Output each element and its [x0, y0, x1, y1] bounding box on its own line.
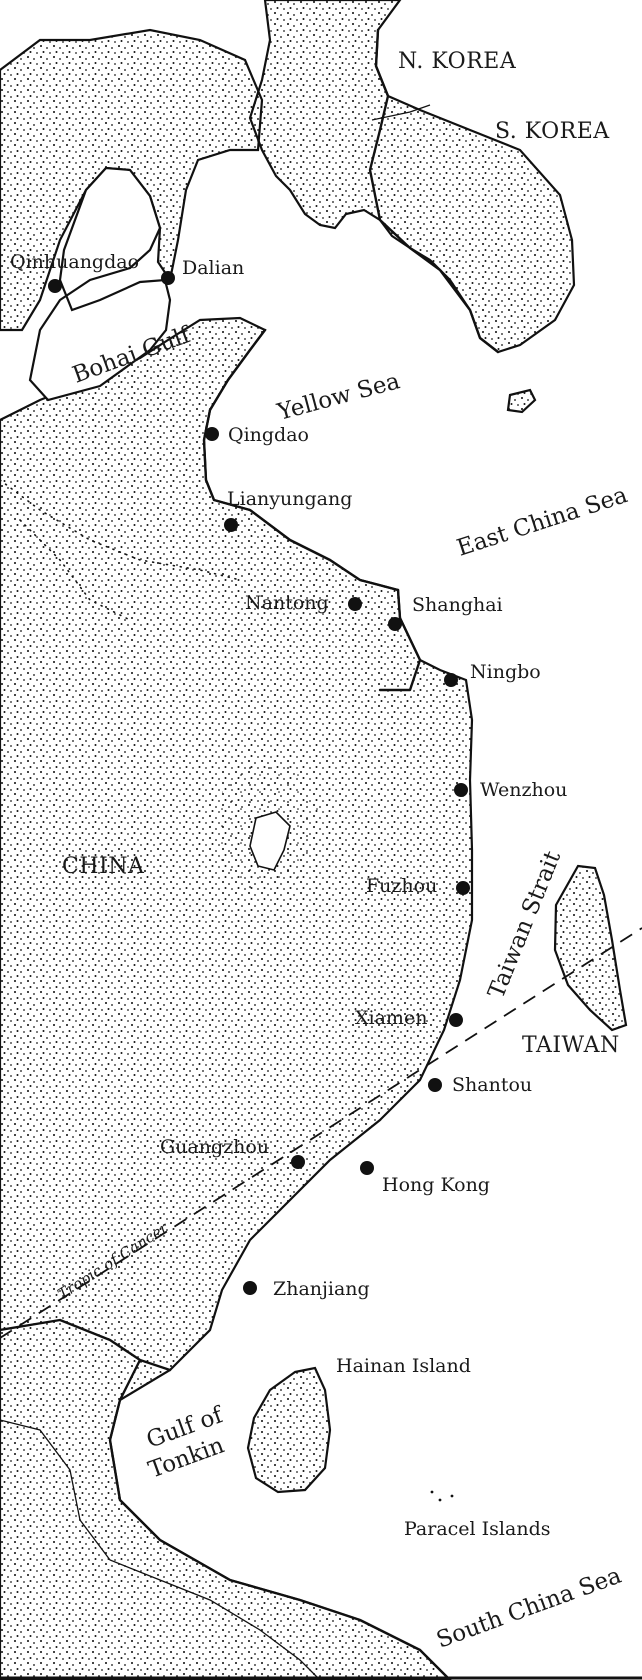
bohai-gulf-water [28, 166, 172, 402]
yellow-sea-label: Yellow Sea [274, 368, 403, 426]
ningbo-label: Ningbo [470, 661, 541, 683]
fuzhou-marker [456, 881, 470, 895]
dalian-marker [161, 271, 175, 285]
south-china-sea-label: South China Sea [433, 1563, 625, 1654]
xiamen-marker [449, 1013, 463, 1027]
paracel-dot-3 [450, 1494, 454, 1498]
jeju-island [506, 388, 537, 414]
city-markers: Qinhuangdao Dalian Qingdao Lianyungang N… [10, 251, 567, 1300]
lianyungang-marker [224, 518, 238, 532]
qingdao-label: Qingdao [228, 424, 309, 446]
shanghai-marker [388, 617, 402, 631]
gulf-tonkin-coast [0, 1318, 452, 1680]
korea-west-coast [368, 28, 500, 354]
china-north-coast [202, 328, 400, 592]
hainan-island-label: Hainan Island [336, 1355, 471, 1377]
paracel-islands-label: Paracel Islands [404, 1518, 550, 1540]
south-korea-label: S. KOREA [495, 119, 610, 144]
taiwan-island [553, 864, 628, 1032]
hainan-island [246, 1366, 332, 1494]
lianyungang-label: Lianyungang [227, 488, 352, 510]
wenzhou-label: Wenzhou [480, 779, 567, 801]
guangzhou-marker [291, 1155, 305, 1169]
shantou-marker [428, 1078, 442, 1092]
water-cutouts [28, 166, 291, 871]
nantong-label: Nantong [245, 592, 329, 614]
qinhuangdao-label: Qinhuangdao [10, 251, 139, 273]
borders [0, 104, 431, 1680]
river-trace-yellow [19, 519, 131, 621]
island-labels: Hainan Island Paracel Islands [336, 1355, 550, 1540]
korean-peninsula [248, 0, 576, 354]
wenzhou-marker [454, 783, 468, 797]
poyang-lake [249, 811, 291, 871]
tropic-of-cancer-line [0, 927, 642, 1339]
dalian-label: Dalian [182, 257, 244, 279]
china-southeast-coast [378, 588, 422, 692]
taiwan-strait-label: Taiwan Strait [483, 847, 566, 1003]
hong-kong-marker [360, 1161, 374, 1175]
paracel-dot-2 [438, 1498, 442, 1502]
zhanjiang-marker [243, 1281, 257, 1295]
xiamen-label: Xiamen [355, 1007, 427, 1029]
paracel-dot-1 [430, 1490, 434, 1494]
east-china-sea-label: East China Sea [454, 482, 631, 562]
river-trace-north [0, 479, 241, 581]
hong-kong-label: Hong Kong [382, 1174, 490, 1196]
ningbo-marker [444, 673, 458, 687]
liaodong-coast [0, 28, 264, 332]
zhanjiang-label: Zhanjiang [273, 1278, 370, 1300]
fuzhou-label: Fuzhou [366, 875, 437, 897]
shantou-label: Shantou [452, 1074, 532, 1096]
guangzhou-label: Guangzhou [160, 1136, 269, 1158]
taiwan-label: TAIWAN [522, 1033, 620, 1058]
vietnam-laos-border [0, 1419, 321, 1680]
china-label: CHINA [62, 854, 145, 879]
qinhuangdao-marker [48, 279, 62, 293]
country-labels: N. KOREA S. KOREA CHINA TAIWAN [62, 49, 620, 1058]
shanghai-label: Shanghai [412, 594, 503, 616]
north-korea-label: N. KOREA [398, 49, 517, 74]
qingdao-marker [205, 427, 219, 441]
coastlines [0, 28, 500, 1680]
nantong-marker [348, 597, 362, 611]
korea-dmz-border [371, 104, 431, 121]
